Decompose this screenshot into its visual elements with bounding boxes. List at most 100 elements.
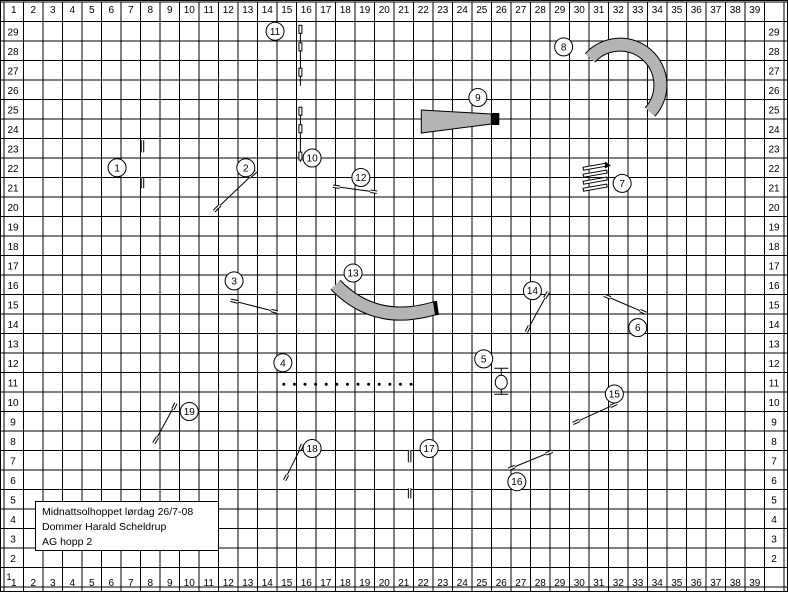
label-number: 4 bbox=[280, 358, 286, 369]
column-label-top: 32 bbox=[613, 5, 625, 16]
obstacle-12 bbox=[332, 184, 378, 194]
column-label-bottom: 30 bbox=[574, 578, 586, 589]
bar-fill bbox=[572, 419, 580, 425]
jump-line bbox=[213, 170, 257, 212]
obstacle-15 bbox=[572, 401, 618, 426]
column-label-top: 36 bbox=[691, 5, 703, 16]
label-circle bbox=[468, 88, 488, 108]
label-5: 5 bbox=[474, 349, 494, 369]
row-label-left: 2 bbox=[10, 554, 16, 565]
column-label-top: 7 bbox=[128, 5, 134, 16]
ramp-arrow bbox=[604, 161, 611, 169]
column-label-bottom: 4 bbox=[69, 578, 75, 589]
label-circle bbox=[522, 281, 542, 301]
row-label-right: 11 bbox=[769, 378, 780, 389]
column-label-top: 15 bbox=[281, 5, 293, 16]
row-label-left: 27 bbox=[7, 66, 19, 77]
column-label-top: 33 bbox=[632, 5, 644, 16]
row-label-right: 6 bbox=[771, 476, 777, 487]
row-label-right: 4 bbox=[771, 515, 777, 526]
weave-pole bbox=[298, 106, 303, 116]
column-label-bottom: 19 bbox=[359, 578, 371, 589]
label-number: 1 bbox=[114, 163, 120, 174]
column-label-bottom: 13 bbox=[242, 578, 254, 589]
row-label-left-bottom: 1 bbox=[6, 572, 11, 582]
label-number: 5 bbox=[481, 354, 487, 365]
column-label-bottom: 16 bbox=[301, 578, 313, 589]
label-circle bbox=[302, 439, 322, 459]
column-label-top: 17 bbox=[320, 5, 332, 16]
obstacle-18 bbox=[283, 443, 305, 482]
tire-line-dot bbox=[324, 382, 328, 386]
column-label-bottom: 21 bbox=[398, 578, 410, 589]
bar-fill bbox=[609, 402, 618, 408]
label-19: 19 bbox=[179, 402, 199, 421]
row-label-left: 12 bbox=[7, 359, 19, 370]
bar-fill bbox=[153, 436, 159, 444]
obstacle-14 bbox=[524, 291, 550, 333]
obstacle-16 bbox=[507, 449, 554, 471]
label-13: 13 bbox=[343, 263, 363, 283]
obstacle-4 bbox=[282, 382, 413, 386]
column-label-top: 20 bbox=[379, 5, 391, 16]
column-label-top: 22 bbox=[418, 5, 430, 16]
column-label-top: 39 bbox=[749, 5, 761, 16]
tire-line-dot bbox=[356, 382, 360, 386]
tire-line-dot bbox=[409, 382, 413, 386]
tunnel-end bbox=[432, 300, 439, 316]
row-label-right: 28 bbox=[768, 47, 780, 58]
label-17: 17 bbox=[419, 439, 439, 459]
row-label-left: 29 bbox=[7, 27, 19, 38]
column-label-bottom: 6 bbox=[108, 578, 114, 589]
label-14: 14 bbox=[522, 281, 542, 301]
row-label-left: 25 bbox=[7, 105, 19, 116]
column-label-top: 12 bbox=[223, 5, 235, 16]
bar-fill bbox=[639, 309, 647, 314]
row-label-left: 11 bbox=[8, 378, 19, 389]
column-label-top: 5 bbox=[89, 5, 95, 16]
row-label-right: 3 bbox=[771, 534, 777, 545]
column-label-bottom: 8 bbox=[147, 578, 153, 589]
column-label-top: 35 bbox=[671, 5, 683, 16]
column-label-bottom: 37 bbox=[710, 578, 722, 589]
row-label-right: 27 bbox=[768, 66, 780, 77]
column-label-bottom: 26 bbox=[496, 578, 508, 589]
label-1: 1 bbox=[107, 158, 127, 178]
label-circle bbox=[343, 263, 363, 283]
label-circle bbox=[604, 384, 624, 404]
obstacle-6 bbox=[603, 293, 647, 315]
jump-line bbox=[508, 450, 553, 470]
row-label-right: 20 bbox=[768, 203, 780, 214]
column-label-bottom: 24 bbox=[457, 578, 469, 589]
tire-line-dot bbox=[314, 382, 318, 386]
column-label-bottom: 35 bbox=[671, 578, 683, 589]
column-label-bottom: 29 bbox=[554, 578, 566, 589]
tire-line-dot bbox=[282, 382, 286, 386]
row-label-right: 8 bbox=[771, 437, 777, 448]
row-label-left: 9 bbox=[10, 417, 16, 428]
label-15: 15 bbox=[604, 384, 624, 404]
row-label-right: 29 bbox=[768, 27, 780, 38]
row-label-left: 6 bbox=[10, 476, 16, 487]
label-circle bbox=[351, 168, 371, 187]
column-label-top: 21 bbox=[398, 5, 410, 16]
column-label-bottom: 5 bbox=[89, 578, 95, 589]
row-label-right: 13 bbox=[768, 339, 780, 350]
row-label-left: 26 bbox=[7, 86, 19, 97]
label-number: 17 bbox=[424, 444, 436, 455]
column-label-bottom: 1 bbox=[11, 578, 17, 589]
column-label-bottom: 25 bbox=[476, 578, 488, 589]
column-label-top: 31 bbox=[593, 5, 605, 16]
label-6: 6 bbox=[628, 318, 648, 338]
column-label-bottom: 7 bbox=[128, 578, 134, 589]
label-8: 8 bbox=[554, 37, 574, 57]
info-line-class: AG hopp 2 bbox=[42, 536, 93, 548]
label-number: 3 bbox=[231, 276, 237, 287]
row-label-left: 8 bbox=[10, 437, 16, 448]
label-circle bbox=[507, 472, 527, 492]
tunnel-body bbox=[331, 280, 437, 320]
column-label-top: 4 bbox=[69, 5, 75, 16]
row-label-right: 24 bbox=[768, 125, 780, 136]
row-label-left: 16 bbox=[7, 281, 19, 292]
obstacle-11 bbox=[298, 24, 303, 86]
